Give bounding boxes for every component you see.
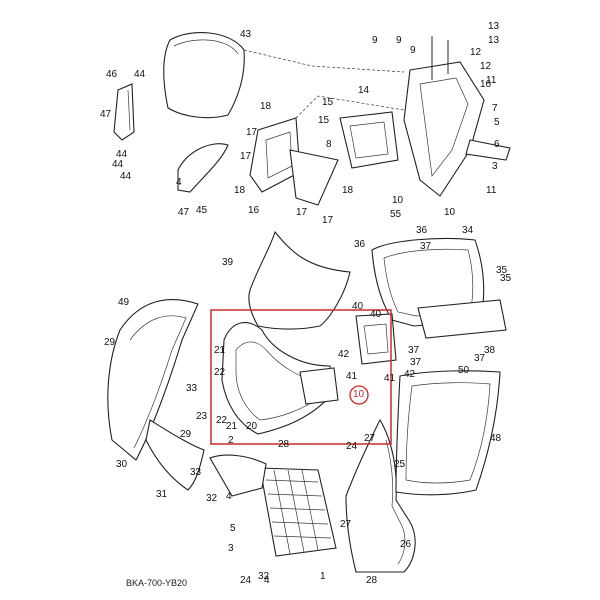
part-label: 4 [176, 177, 182, 188]
part-label: 44 [116, 149, 128, 160]
part-label: 38 [484, 345, 496, 356]
part-label: 41 [384, 373, 396, 384]
part-label: 7 [492, 103, 498, 114]
part-label: 24 [240, 575, 252, 586]
part-label: 4 [226, 491, 232, 502]
part-label: 30 [116, 459, 128, 470]
part-label: 42 [404, 369, 416, 380]
diagram-code: BKA-700-YB20 [126, 578, 188, 588]
part-label: 32 [206, 493, 218, 504]
part-label: 17 [240, 151, 252, 162]
part-label: 29 [104, 337, 116, 348]
part-label: 13 [488, 21, 500, 32]
part-label: 15 [322, 97, 334, 108]
part-label: 55 [390, 209, 402, 220]
part-label: 22 [216, 415, 228, 426]
part-label: 47 [178, 207, 190, 218]
highlight-box [210, 309, 392, 445]
part-label: 22 [214, 367, 226, 378]
part-label: 43 [240, 29, 252, 40]
part-label: 23 [196, 411, 208, 422]
part-label: 37 [408, 345, 420, 356]
part-label: 21 [226, 421, 238, 432]
part-label: 35 [500, 273, 512, 284]
part-label: 33 [186, 383, 198, 394]
part-label: 1 [320, 571, 326, 582]
part-label: 37 [410, 357, 422, 368]
part-label: 46 [106, 69, 118, 80]
part-label: 16 [248, 205, 260, 216]
part-label: 8 [326, 139, 332, 150]
part-label: 6 [494, 139, 500, 150]
part-label: 27 [340, 519, 352, 530]
highlight-circle [349, 385, 369, 405]
part-label: 44 [120, 171, 132, 182]
part-label: 50 [458, 365, 470, 376]
part-label: 17 [322, 215, 334, 226]
part-label: 20 [246, 421, 258, 432]
part-label: 17 [296, 207, 308, 218]
part-label: 18 [260, 101, 272, 112]
part-label: 12 [470, 47, 482, 58]
part-label: 47 [100, 109, 112, 120]
part-label: 5 [230, 523, 236, 534]
part-label: 29 [180, 429, 192, 440]
part-label: 28 [278, 439, 290, 450]
part-label: 10 [444, 207, 456, 218]
part-label: 16 [480, 79, 492, 90]
part-label: 36 [354, 239, 366, 250]
part-label: 39 [222, 257, 234, 268]
part-label: 11 [486, 185, 497, 196]
part-label: 31 [156, 489, 168, 500]
part-label: 10 [392, 195, 404, 206]
part-label: 9 [396, 35, 402, 46]
part-label: 24 [346, 441, 358, 452]
part-label: 15 [318, 115, 330, 126]
part-label: 49 [118, 297, 130, 308]
part-label: 3 [228, 543, 234, 554]
part-label: 27 [364, 433, 376, 444]
part-label: 21 [214, 345, 226, 356]
part-label: 2 [228, 435, 234, 446]
part-label: 41 [346, 371, 358, 382]
part-label: 12 [480, 61, 492, 72]
part-label: 5 [494, 117, 500, 128]
part-label: 28 [366, 575, 378, 586]
part-label: 13 [488, 35, 500, 46]
part-label: 36 [416, 225, 428, 236]
part-label: 48 [490, 433, 502, 444]
part-label: 40 [352, 301, 364, 312]
part-label: 3 [492, 161, 498, 172]
part-label: 32 [258, 571, 270, 582]
part-label: 9 [410, 45, 416, 56]
part-label: 37 [420, 241, 432, 252]
part-label: 44 [134, 69, 146, 80]
part-label: 26 [400, 539, 412, 550]
part-label: 14 [358, 85, 370, 96]
part-label: 17 [246, 127, 258, 138]
part-label: 45 [196, 205, 208, 216]
part-label: 18 [342, 185, 354, 196]
part-label: 44 [112, 159, 124, 170]
part-label: 40 [370, 309, 382, 320]
part-label: 11 [486, 75, 497, 86]
part-label: 34 [462, 225, 474, 236]
part-label: 4 [264, 575, 270, 586]
part-label: 37 [474, 353, 486, 364]
part-label: 42 [338, 349, 350, 360]
part-label: 33 [190, 467, 202, 478]
part-label: 18 [234, 185, 246, 196]
highlighted-part-label: 10 [353, 389, 365, 400]
part-label: 9 [372, 35, 378, 46]
part-label: 35 [496, 265, 508, 276]
part-label: 25 [394, 459, 406, 470]
